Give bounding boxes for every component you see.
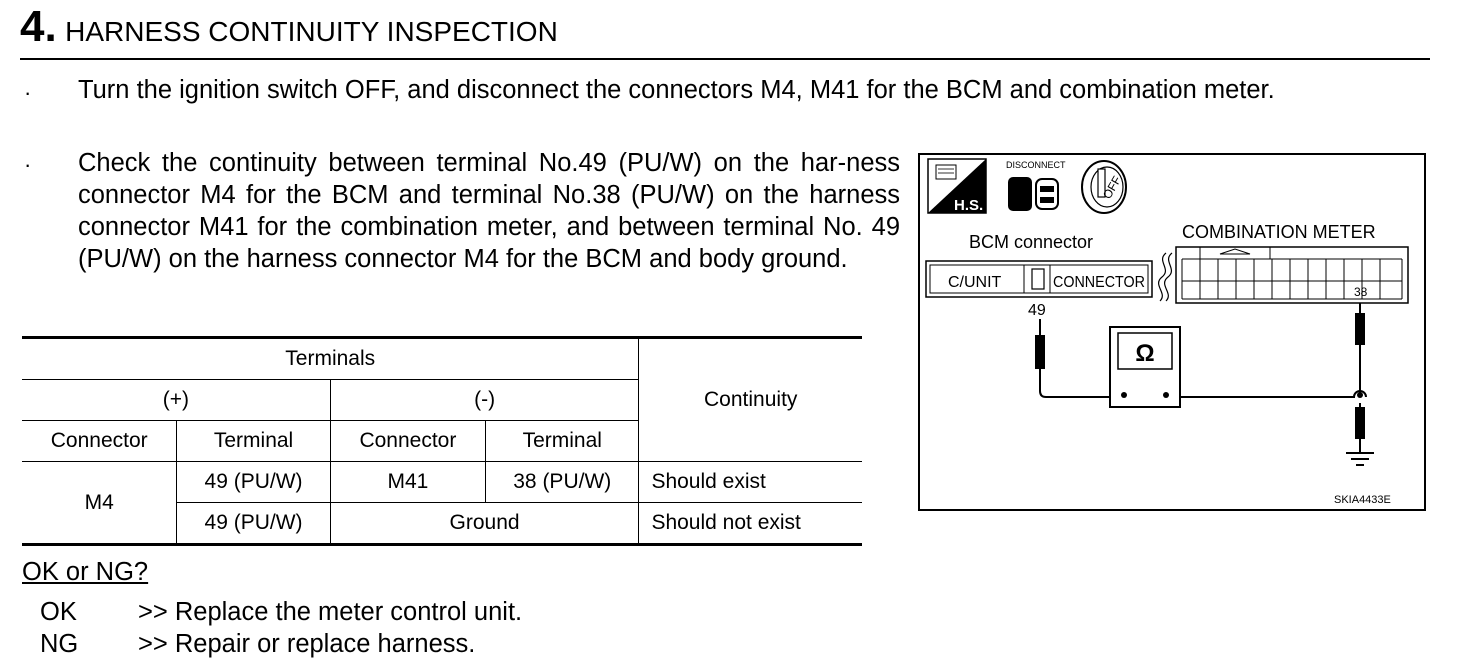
col-terminal: Terminal: [176, 420, 331, 462]
instruction-1: Turn the ignition switch OFF, and discon…: [78, 76, 1275, 104]
ohm-symbol: Ω: [1135, 340, 1154, 367]
col-terminal: Terminal: [485, 420, 639, 462]
result-question: OK or NG?: [22, 558, 149, 586]
col-connector: Connector: [22, 420, 178, 462]
cell-continuity: Should exist: [638, 461, 862, 503]
wiring-diagram: H.S. DISCONNECT OFF BCM connector C/UNIT…: [918, 153, 1426, 511]
instruction-2: Check the continuity between terminal No…: [78, 149, 900, 273]
terminal-38-label: 38: [1354, 285, 1368, 299]
result-ng-code: NG: [40, 630, 79, 658]
heading-rule: [20, 58, 1430, 60]
cell-minus-terminal: 38 (PU/W): [485, 461, 640, 503]
disconnect-label: DISCONNECT: [1006, 160, 1066, 170]
combination-meter-connector: [1158, 246, 1409, 304]
bcm-connector: C/UNIT CONNECTOR: [925, 260, 1153, 298]
continuity-table: Terminals Continuity (+) (-) Connector T…: [22, 336, 862, 546]
cell-continuity: Should not exist: [638, 502, 862, 545]
cell-plus-connector: M4: [22, 461, 178, 545]
disconnect-icon: DISCONNECT: [1006, 160, 1066, 211]
cell-minus-connector: M41: [329, 461, 487, 503]
table-row: 49 (PU/W) Ground Should not exist: [22, 502, 862, 545]
cell-minus-ground: Ground: [329, 502, 640, 545]
bullet-marker: ·: [24, 152, 32, 177]
connector-label: CONNECTOR: [1053, 274, 1145, 291]
result-ng-text: >> Repair or replace harness.: [138, 630, 476, 658]
test-wiring: [1035, 303, 1367, 453]
table-row: M4 49 (PU/W) M41 38 (PU/W) Should exist: [22, 461, 862, 545]
cell-plus-terminal: 49 (PU/W): [176, 502, 331, 545]
ohmmeter-icon: Ω: [1109, 326, 1181, 408]
step-number: 4.: [20, 2, 57, 51]
result-ok-text: >> Replace the meter control unit.: [138, 598, 523, 626]
ground-icon: [1346, 452, 1374, 466]
cunit-label: C/UNIT: [948, 274, 1002, 291]
terminal-49-label: 49: [1028, 302, 1046, 319]
col-connector: Connector: [329, 420, 487, 462]
combination-meter-label: COMBINATION METER: [1182, 222, 1376, 242]
header-terminals: Terminals: [22, 337, 640, 380]
figure-code: SKIA4433E: [1334, 494, 1391, 506]
cell-plus-terminal: 49 (PU/W): [176, 461, 331, 503]
junction-dot: [1357, 392, 1363, 398]
step-heading: 4. HARNESS CONTINUITY INSPECTION: [20, 2, 558, 52]
bullet-marker: ·: [24, 80, 32, 105]
ignition-key-icon: OFF: [1081, 160, 1127, 214]
header-minus: (-): [329, 379, 639, 421]
harness-side-icon: H.S.: [927, 158, 987, 214]
hs-label: H.S.: [954, 197, 983, 214]
header-plus: (+): [22, 379, 331, 421]
bcm-connector-label: BCM connector: [969, 232, 1093, 252]
step-title: HARNESS CONTINUITY INSPECTION: [65, 16, 558, 47]
header-continuity: Continuity: [638, 337, 862, 462]
result-ok-code: OK: [40, 598, 77, 626]
